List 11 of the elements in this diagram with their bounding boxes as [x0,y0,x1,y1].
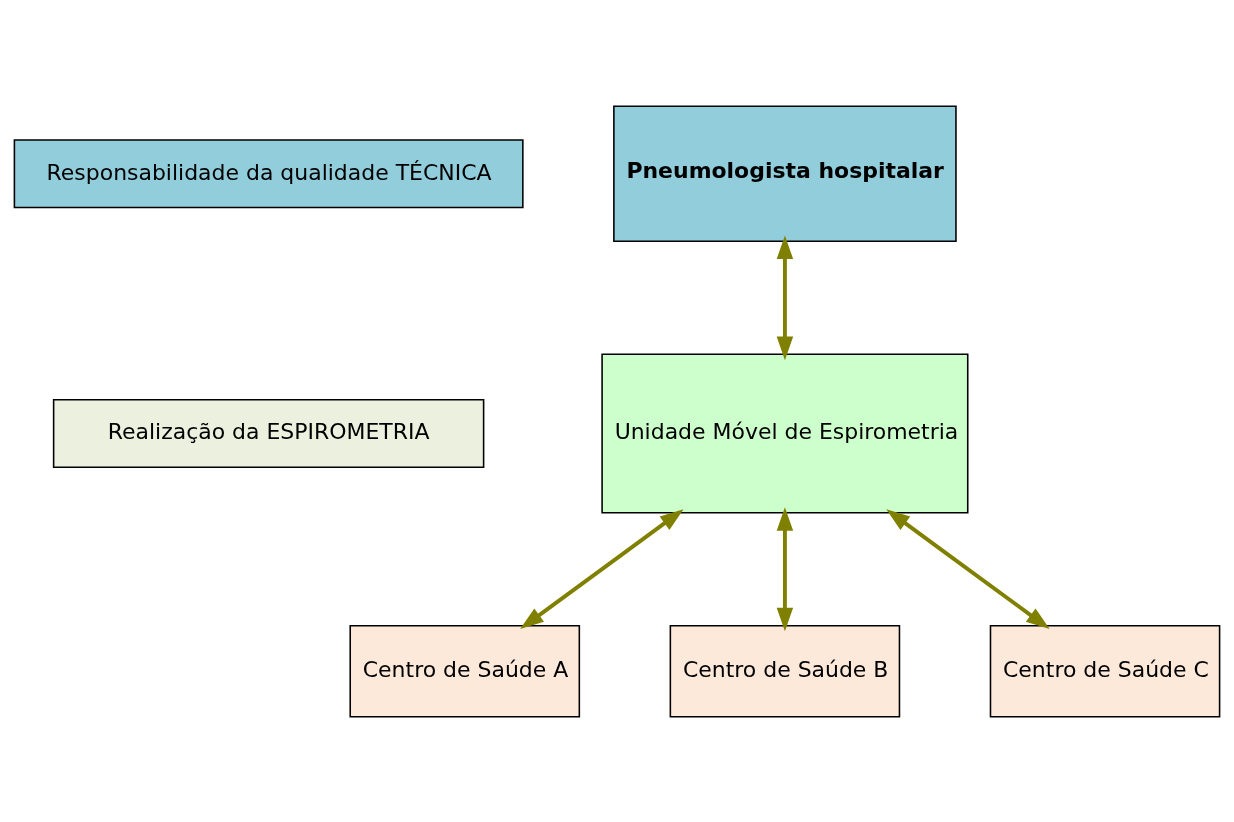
node-box: Pneumologista hospitalar [613,105,957,242]
node-box: Centro de Saúde C [989,624,1221,717]
arrow [520,508,684,629]
arrow [776,506,794,631]
node-box: Realização da ESPIROMETRIA [52,398,485,468]
node-box: Centro de Saúde A [349,624,581,717]
arrow [886,508,1050,629]
node-box: Responsabilidade da qualidade TÉCNICA [13,138,524,208]
node-box: Unidade Móvel de Espirometria [601,352,969,513]
node-box: Centro de Saúde B [669,624,901,717]
arrow [776,234,794,360]
